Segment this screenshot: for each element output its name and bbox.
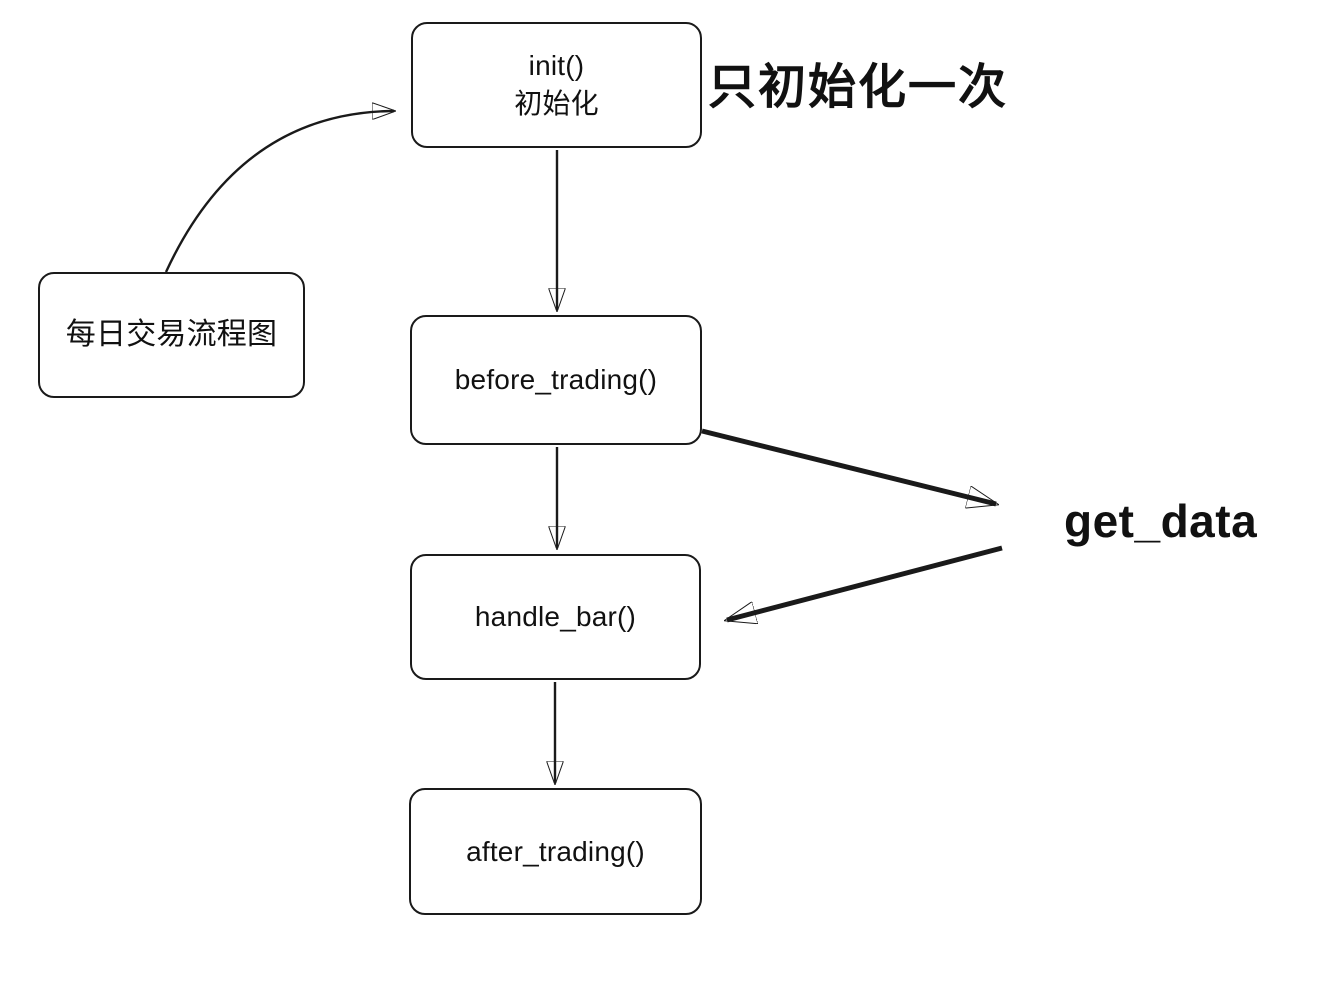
arrow-before-trading-to-get-data (701, 428, 996, 504)
node-label-line2: 初始化 (514, 88, 599, 119)
node-label: 每日交易流程图 (65, 317, 278, 351)
annotation-init-once: 只初始化一次 (708, 61, 1009, 114)
node-before-trading: before_trading() (410, 315, 702, 445)
node-daily-trading-flow-title: 每日交易流程图 (38, 272, 305, 398)
node-after-trading: after_trading() (409, 788, 702, 915)
node-handle-bar: handle_bar() (410, 554, 701, 680)
node-label: before_trading() (454, 364, 658, 396)
arrow-side-to-init (164, 111, 394, 273)
node-init: init() 初始化 (411, 22, 702, 148)
node-label: handle_bar() (474, 601, 637, 633)
node-label: after_trading() (466, 835, 645, 867)
arrow-get-data-to-handle-bar (727, 545, 1003, 620)
annotation-get-data: get_data (1064, 495, 1258, 547)
node-label-line1: init() (528, 50, 585, 82)
